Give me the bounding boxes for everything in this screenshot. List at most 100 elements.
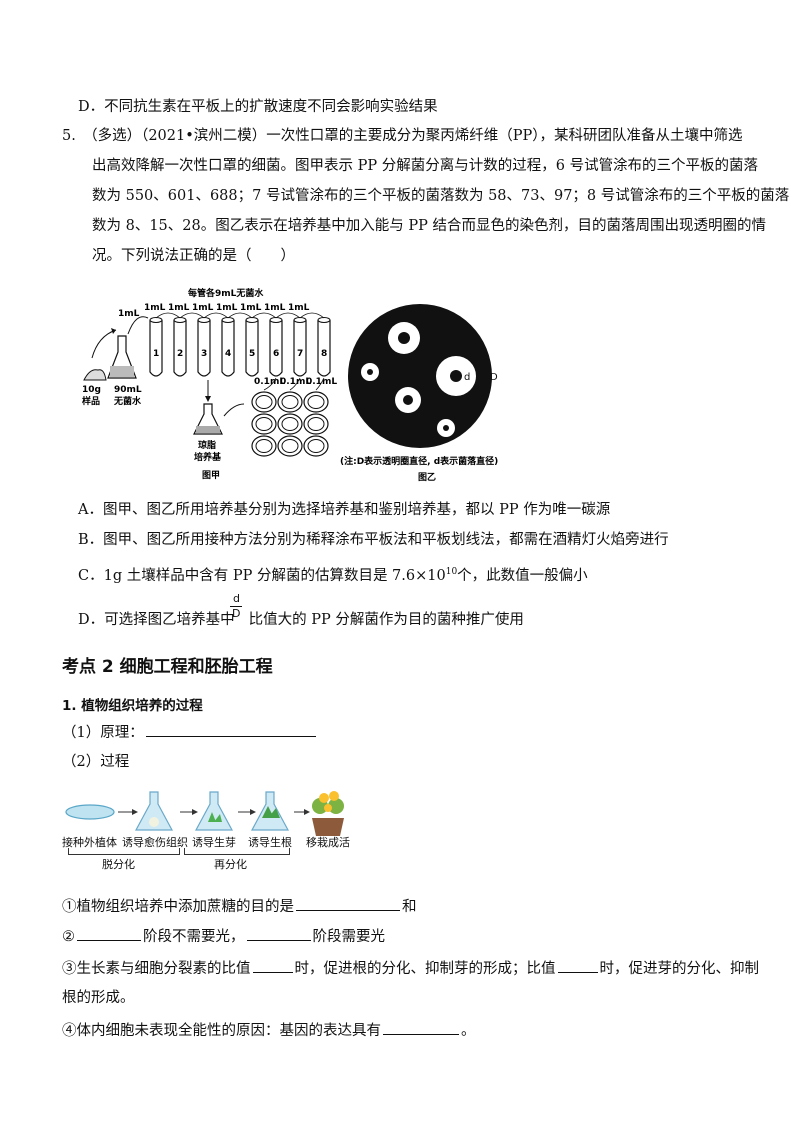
- principle-label: （1）原理：: [62, 725, 144, 741]
- test-tube: 8: [317, 317, 331, 377]
- tube-number: 1: [153, 349, 159, 359]
- q5-stem-line2: 出高效降解一次性口罩的细菌。图甲表示 PP 分解菌分离与计数的过程，6 号试管涂…: [92, 158, 759, 174]
- tissue-culture-process: 接种外植体 诱导愈伤组织 诱导生芽 诱导生根 移栽成活 脱分化 再分化: [62, 782, 362, 871]
- potted-plant-icon: [312, 791, 344, 836]
- test-tube: 1: [149, 317, 163, 377]
- figure-yi-caption: 图乙: [418, 472, 436, 482]
- culture-plate: [348, 304, 492, 448]
- process-label: 移栽成活: [306, 836, 350, 849]
- petri-plates: [251, 377, 329, 457]
- answer-blank[interactable]: [145, 722, 316, 737]
- answer-blank[interactable]: [246, 926, 311, 941]
- q4-text: ④体内细胞未表现全能性的原因：基因的表达具有: [62, 1023, 381, 1039]
- petri-dish-icon: [65, 804, 115, 820]
- q3-text: ③生长素与细胞分裂素的比值: [62, 961, 251, 977]
- process-label: 诱导愈伤组织: [122, 836, 188, 849]
- ml-label: 1mL: [240, 303, 262, 313]
- transparent-circle-plate: d D (注:D表示透明圈直径, d表示菌落直径) 图乙: [340, 304, 498, 483]
- q1-text-end: 和: [402, 899, 417, 915]
- figure-jia-first-ml: 1mL: [118, 309, 140, 319]
- figure-jia: 每管各9mL无菌水 1mL 10g 样品 90mL 无菌水 1mL 1mL 1m…: [78, 286, 338, 482]
- fraction-bar: [230, 606, 242, 607]
- transfer-arrow: [179, 312, 205, 319]
- petri-plate: [303, 413, 329, 435]
- fraction-numerator: d: [233, 592, 240, 605]
- bracket-redifferentiation: [184, 848, 290, 855]
- plate-ml-label: 0.1mL: [254, 377, 285, 387]
- petri-plate: [303, 435, 329, 457]
- q1-text: ①植物组织培养中添加蔗糖的目的是: [62, 899, 294, 915]
- ml-label: 1mL: [264, 303, 286, 313]
- transfer-arrow: [155, 312, 181, 319]
- petri-plate: [251, 391, 277, 413]
- figure-yi-note: (注:D表示透明圈直径, d表示菌落直径): [340, 455, 498, 467]
- medium-label-2: 培养基: [194, 451, 222, 463]
- question-ratio-cont: 根的形成。: [62, 990, 135, 1006]
- ml-label: 1mL: [168, 303, 190, 313]
- flask-shoot-icon: [194, 791, 234, 831]
- answer-blank[interactable]: [77, 926, 141, 941]
- q5-option-c: C．1g 土壤样品中含有 PP 分解菌的估算数目是 7.6×1010个，此数值一…: [78, 562, 588, 586]
- test-tube: 7: [293, 317, 307, 377]
- q5-option-d: D．可选择图乙培养基中比值大的 PP 分解菌作为目的菌种推广使用: [78, 610, 524, 630]
- answer-blank[interactable]: [383, 1020, 459, 1035]
- principle-item: （1）原理：: [62, 722, 318, 743]
- petri-plate: [251, 435, 277, 457]
- process-label: 诱导生芽: [192, 836, 236, 849]
- option-d-text-end: 比值大的 PP 分解菌作为目的菌种推广使用: [248, 612, 524, 628]
- tube-number: 4: [225, 349, 231, 359]
- plate-ml-label: 0.1mL: [280, 377, 311, 387]
- ml-label: 1mL: [144, 303, 166, 313]
- option-c-exponent: 10: [445, 567, 458, 577]
- stage-label-redifferentiation: 再分化: [214, 858, 247, 871]
- tube-number: 5: [249, 349, 255, 359]
- figure-jia-top-label: 每管各9mL无菌水: [188, 287, 264, 299]
- flask-root-icon: [250, 791, 290, 831]
- petri-plate: [251, 413, 277, 435]
- circle-D-label: D: [490, 372, 498, 383]
- ml-label: 1mL: [216, 303, 238, 313]
- subsection-title: 1. 植物组织培养的过程: [62, 698, 203, 714]
- q2-text-mid: 阶段不需要光，: [143, 929, 245, 945]
- test-tube: 4: [221, 317, 235, 377]
- transfer-arrow: [227, 312, 253, 319]
- q3-text-end: 时，促进芽的分化、抑制: [599, 961, 760, 977]
- q4-text-end: 。: [461, 1023, 476, 1039]
- test-tubes: 1 2 3 4 5 6 7 8: [149, 312, 331, 377]
- answer-blank[interactable]: [296, 896, 400, 911]
- q2-text: ②: [62, 929, 75, 945]
- tube-number: 2: [177, 349, 183, 359]
- transfer-arrow: [251, 312, 277, 319]
- option-c-text: C．1g 土壤样品中含有 PP 分解菌的估算数目是 7.6×10: [78, 567, 446, 584]
- transfer-arrow: [203, 312, 229, 319]
- q5-stem-line5: 况。下列说法正确的是（ ）: [92, 248, 295, 264]
- tube-number: 6: [273, 349, 279, 359]
- q5-option-b: B．图甲、图乙所用接种方法分别为稀释涂布平板法和平板划线法，都需在酒精灯火焰旁进…: [78, 532, 669, 548]
- fraction-denominator: D: [232, 607, 241, 620]
- option-c-text-end: 个，此数值一般偏小: [457, 567, 588, 584]
- petri-plate: [277, 435, 303, 457]
- figure-jia-caption: 图甲: [202, 470, 220, 481]
- tube-number: 7: [297, 349, 303, 359]
- q5-stem-line1: 5. （多选）（2021•滨州二模）一次性口罩的主要成分为聚丙烯纤维（PP），某…: [62, 128, 743, 144]
- answer-blank[interactable]: [252, 958, 293, 973]
- water-label-1: 90mL: [114, 385, 142, 395]
- water-label-2: 无菌水: [113, 395, 142, 407]
- option-d-text: D．可选择图乙培养基中: [78, 612, 235, 628]
- test-tube: 5: [245, 317, 259, 377]
- petri-plate: [277, 413, 303, 435]
- flask-callus-icon: [134, 791, 174, 831]
- ml-label: 1mL: [192, 303, 214, 313]
- question-sucrose: ①植物组织培养中添加蔗糖的目的是 和: [62, 896, 417, 917]
- sample-label-1: 10g: [82, 385, 101, 395]
- q5-option-a: A．图甲、图乙所用培养基分别为选择培养基和鉴别培养基，都以 PP 作为唯一碳源: [78, 502, 611, 518]
- answer-blank[interactable]: [557, 958, 598, 973]
- test-tube: 3: [197, 317, 211, 377]
- sample-label-2: 样品: [82, 395, 100, 407]
- petri-plate: [277, 391, 303, 413]
- bracket-dedifferentiation: [68, 848, 180, 855]
- process-icons: [65, 791, 344, 836]
- test-tube: 6: [269, 317, 283, 377]
- q5-stem-line3: 数为 550、601、688；7 号试管涂布的三个平板的菌落数为 58、73、9…: [92, 188, 790, 204]
- stage-label-dedifferentiation: 脱分化: [102, 858, 135, 871]
